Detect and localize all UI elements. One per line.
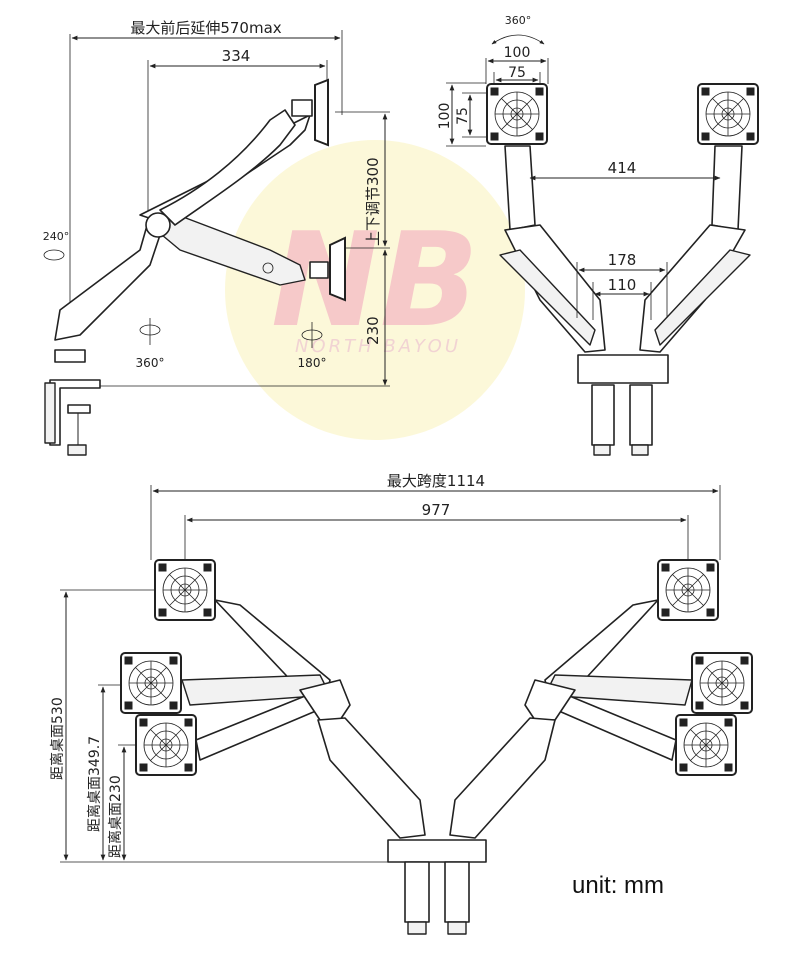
height-530-label: 距离桌面530	[49, 697, 66, 780]
width-178-label: 178	[608, 251, 637, 269]
rotation-head-label: 180°	[298, 356, 327, 370]
unit-label: unit: mm	[572, 872, 665, 899]
vesa-height-100: 100	[437, 103, 453, 130]
height-349-label: 距离桌面349.7	[86, 736, 103, 832]
rotation-base-label: 360°	[136, 356, 165, 370]
span-view: 最大跨度1114 977 距离桌面530 距离桌面349.7 距离桌面230	[49, 472, 753, 935]
width-110-label: 110	[608, 276, 637, 294]
side-view: 最大前后延伸570max 334 上下调节300 230	[43, 19, 390, 456]
height-label: 230	[364, 316, 382, 345]
vesa-width-75: 75	[508, 65, 526, 81]
span-977-label: 977	[422, 501, 451, 519]
rotation-360-label: 360°	[505, 14, 532, 27]
arm-length-label: 334	[222, 47, 251, 65]
vesa-width-100: 100	[504, 45, 531, 61]
width-414-label: 414	[608, 159, 637, 177]
watermark-text: NORTH BAYOU	[295, 336, 461, 357]
watermark-logo: NB	[271, 204, 479, 356]
height-230-label: 距离桌面230	[107, 775, 124, 858]
max-reach-label: 最大前后延伸570max	[130, 19, 281, 37]
vertical-adjust-label: 上下调节300	[364, 157, 382, 246]
rotate-icon	[43, 249, 65, 261]
vesa-height-75: 75	[455, 107, 471, 125]
rotation-arm-label: 240°	[43, 230, 70, 243]
max-span-label: 最大跨度1114	[387, 472, 485, 490]
front-view: 360° 100 75 100 75 4	[437, 14, 759, 456]
watermark: NB NORTH BAYOU	[225, 140, 525, 440]
